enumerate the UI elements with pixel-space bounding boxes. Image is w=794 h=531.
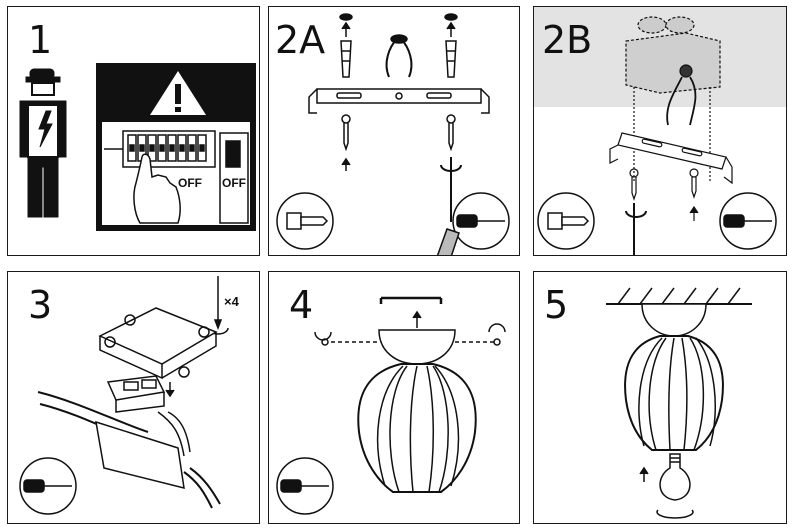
lamp-shade-icon: [624, 335, 724, 451]
off-label-switch: OFF: [222, 176, 246, 190]
step-2a-illustration: [276, 13, 510, 255]
panel-step-2a: 2A: [268, 6, 520, 256]
step-number: 5: [544, 283, 569, 327]
mounting-bracket-icon: [308, 88, 490, 114]
detail-circle-left: [276, 192, 334, 250]
off-label-breaker: OFF: [178, 176, 202, 190]
screw-icon: [341, 114, 351, 171]
step-5-illustration: [606, 287, 752, 519]
hand-icon: [133, 153, 181, 224]
panel-step-1: 1: [7, 6, 260, 256]
screwdriver-icon: [213, 276, 223, 331]
warning-icon: [150, 71, 206, 115]
screw-icon: [314, 331, 332, 346]
panel-step-4: 4: [268, 271, 520, 524]
panel-step-5: 5: [533, 271, 787, 524]
step-number: 4: [289, 283, 314, 327]
screw-icon: [629, 168, 639, 201]
step-1-illustration: OFF OFF: [19, 63, 256, 231]
panel-step-3: 3 ×4: [7, 271, 260, 524]
screw-icon: [689, 168, 699, 221]
screw-icon: [488, 323, 506, 346]
mounting-bracket-icon: [609, 132, 733, 185]
wall-plug-icon: [340, 40, 352, 78]
screwdriver-icon: [276, 457, 334, 515]
screwdriver-icon: [19, 457, 77, 515]
screw-count-label: ×4: [224, 294, 240, 309]
step-number: 3: [28, 283, 53, 327]
light-bulb-icon: [659, 453, 691, 501]
rotate-arrow-icon: [625, 210, 647, 218]
step-number: 2A: [275, 18, 326, 62]
terminal-cover-icon: [98, 307, 218, 380]
ceiling-canopy-icon: [641, 303, 707, 337]
ceiling-canopy-icon: [378, 329, 456, 365]
electrician-icon: [19, 68, 67, 218]
screwdriver-icon: [719, 192, 777, 250]
step-4-illustration: [276, 296, 506, 515]
detail-circle-left: [537, 192, 595, 250]
breaker-panel-icon: [104, 130, 249, 224]
rotate-arrow-icon: [656, 509, 694, 519]
step-number: 1: [28, 18, 53, 62]
step-2b-illustration: [534, 7, 786, 255]
lamp-shade-icon: [357, 363, 477, 493]
step-number: 2B: [542, 18, 593, 62]
panel-step-2b: 2B: [533, 6, 787, 256]
junction-box-icon: [625, 16, 721, 94]
wall-plug-icon: [445, 40, 457, 78]
terminal-block-icon: [106, 375, 166, 413]
step-3-illustration: ×4: [19, 276, 240, 515]
screw-icon: [446, 114, 456, 152]
screwdriver-icon: [436, 192, 510, 255]
